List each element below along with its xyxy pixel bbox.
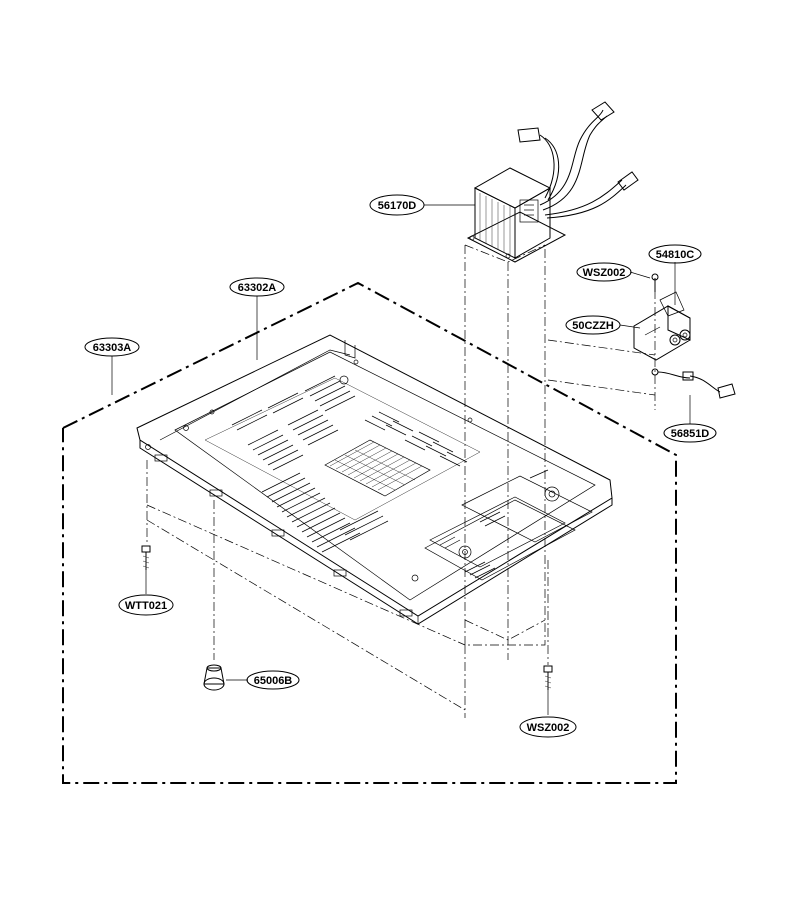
callout-WSZ002-top: WSZ002: [576, 262, 632, 282]
callout-63303A: 63303A: [84, 337, 140, 357]
assembly-boundary: [62, 281, 677, 784]
callout-label: 63302A: [238, 282, 277, 294]
callout-label: 56851D: [671, 428, 710, 440]
leader-lines: [111, 204, 691, 715]
edge-tabs: [154, 454, 413, 617]
callout-56170D: 56170D: [369, 194, 425, 216]
wire-lead: [651, 368, 736, 399]
projection-lines: [146, 244, 656, 718]
vent-slots-upper: [231, 375, 356, 471]
callout-label: WTT021: [125, 600, 167, 612]
callout-WTT021: WTT021: [118, 594, 174, 616]
callout-label: 54810C: [656, 249, 695, 261]
screw-left: [141, 545, 151, 570]
callout-label: WSZ002: [527, 722, 570, 734]
callout-label: 63303A: [93, 342, 132, 354]
callout-63302A: 63302A: [229, 277, 285, 297]
socket-holder: [633, 273, 691, 361]
vent-mesh-center: [324, 439, 431, 497]
callout-label: 56170D: [378, 200, 417, 212]
base-plate: [136, 334, 613, 625]
mounting-bracket-area: [424, 469, 593, 581]
callout-label: WSZ002: [583, 267, 626, 279]
vent-slots-lower: [261, 472, 389, 553]
callout-56851D: 56851D: [663, 423, 717, 443]
transformer: [466, 101, 639, 263]
callout-65006B: 65006B: [246, 670, 300, 690]
callout-50CZZH: 50CZZH: [565, 315, 621, 335]
foot: [203, 664, 225, 691]
callout-WSZ002-bottom: WSZ002: [519, 716, 577, 738]
callout-label: 65006B: [254, 675, 293, 687]
vent-slots-right: [364, 411, 468, 467]
callout-54810C: 54810C: [648, 244, 702, 264]
callout-label: 50CZZH: [572, 320, 614, 332]
screw-bottom: [543, 665, 553, 690]
